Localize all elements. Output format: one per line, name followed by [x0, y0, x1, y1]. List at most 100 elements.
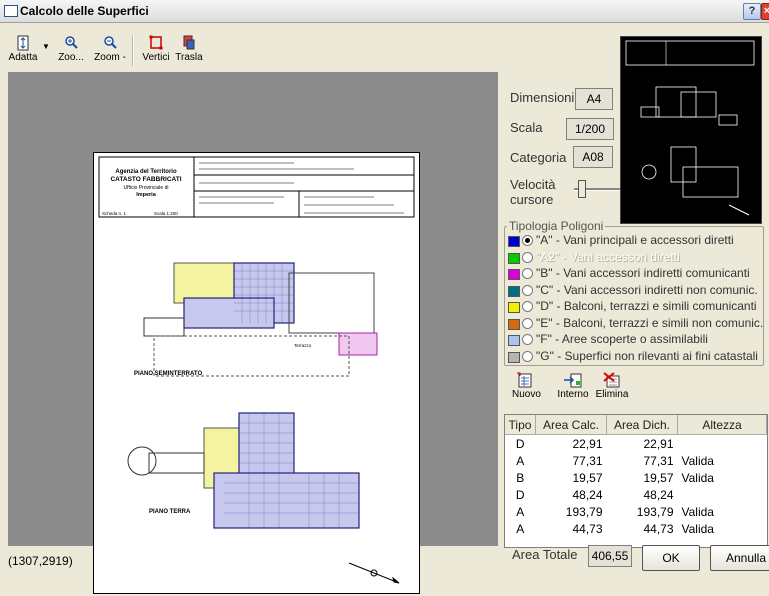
categoria-label: Categoria: [510, 150, 567, 165]
tipologia-option-label: "A" - Vani principali e accessori dirett…: [536, 233, 734, 247]
column-header-area-dich[interactable]: Area Dich.: [606, 415, 678, 435]
tipologia-option-label: "E" - Balconi, terrazzi e simili non com…: [536, 315, 764, 330]
tipologia-radio[interactable]: [522, 334, 533, 345]
color-swatch: [508, 252, 520, 264]
basement-plan: [143, 262, 378, 377]
ground-floor-plan: [127, 412, 360, 529]
office-name: Ufficio Provinciale di: [124, 185, 169, 191]
color-swatch: [508, 318, 520, 330]
tipologia-title: Tipologia Poligoni: [507, 219, 606, 233]
thumbnail-drawing: [625, 40, 755, 216]
tipologia-group: [504, 226, 764, 366]
window-title: Calcolo delle Superfici: [20, 4, 149, 18]
annulla-button[interactable]: Annulla: [710, 545, 769, 571]
title-bar: Calcolo delle Superfici ? ×: [0, 0, 769, 23]
terrace-label: Terrazzo: [294, 343, 312, 348]
tipologia-radio[interactable]: [522, 235, 533, 246]
floor-plan-drawing: Agenzia del Territorio CATASTO FABBRICAT…: [98, 156, 415, 584]
sheet-scale: Scala 1:200: [154, 211, 178, 216]
column-header-altezza[interactable]: Altezza: [677, 415, 767, 435]
toolbar-separator: [132, 36, 134, 66]
scala-value: 1/200: [566, 118, 614, 140]
velocita-label-line2: cursore: [510, 192, 554, 207]
help-button[interactable]: ?: [743, 3, 761, 20]
cell-area-dich: 44,73: [643, 521, 674, 536]
inner-polygon-icon: [564, 373, 582, 388]
tipologia-option-label: "C" - Vani accessori indiretti non comun…: [536, 282, 758, 297]
scala-label: Scala: [510, 120, 543, 135]
column-header-tipo[interactable]: Tipo: [505, 415, 536, 435]
nuovo-button[interactable]: Nuovo: [512, 371, 541, 405]
zoom-in-button[interactable]: Zoo...: [52, 34, 90, 68]
elimina-label: Elimina: [595, 389, 629, 400]
tipologia-radio[interactable]: [522, 284, 533, 296]
color-swatch: [508, 335, 520, 346]
cell-altezza: [678, 435, 767, 453]
velocita-slider-thumb[interactable]: [578, 180, 586, 198]
vertici-label: Vertici: [142, 52, 170, 63]
window-icon: [4, 5, 18, 17]
ok-button[interactable]: OK: [642, 545, 700, 571]
color-swatch: [508, 302, 520, 313]
cell-tipo: A: [516, 504, 525, 519]
page-thumbnail[interactable]: [620, 36, 762, 224]
cell-area-calc: 19,57: [572, 470, 603, 485]
velocita-label: Velocità cursore: [510, 177, 556, 207]
tipologia-radio[interactable]: [522, 350, 533, 362]
cell-area-dich: 19,57: [643, 470, 674, 485]
trasla-button[interactable]: Trasla: [174, 34, 204, 68]
elimina-button[interactable]: Elimina: [594, 371, 630, 405]
dimensioni-value: A4: [575, 88, 613, 110]
zoom-in-label: Zoo...: [58, 52, 84, 63]
column-header-area-calc[interactable]: Area Calc.: [535, 415, 607, 435]
cell-area-dich: 193,79: [636, 504, 674, 519]
trasla-label: Trasla: [175, 52, 203, 63]
fit-page-icon: [17, 35, 29, 51]
color-swatch: [508, 236, 520, 247]
area-totale-label: Area Totale: [512, 547, 578, 562]
cell-area-dich: 48,24: [643, 487, 674, 502]
color-swatch: [508, 351, 520, 363]
tipologia-option-label: "D" - Balconi, terrazzi e simili comunic…: [536, 299, 757, 313]
close-button[interactable]: ×: [761, 3, 769, 20]
adatta-label: Adatta: [8, 52, 38, 63]
cursor-coordinates: (1307,2919): [8, 554, 73, 568]
tipologia-radio[interactable]: [522, 317, 533, 329]
nuovo-label: Nuovo: [512, 389, 541, 400]
cell-area-calc: 193,79: [565, 504, 603, 519]
chevron-down-icon[interactable]: ▼: [42, 42, 50, 51]
scheda-number: Scheda n. 1: [102, 211, 127, 216]
cell-altezza: Valida: [681, 470, 714, 485]
cell-area-calc: 44,73: [572, 521, 603, 536]
categoria-value: A08: [573, 146, 613, 168]
cell-area-dich: 77,31: [643, 453, 674, 468]
tipologia-radio[interactable]: [522, 301, 533, 312]
zoom-in-icon: [65, 36, 78, 49]
tipologia-radio[interactable]: [522, 268, 533, 279]
color-swatch: [508, 285, 520, 297]
vertices-icon: [149, 35, 163, 50]
table-row[interactable]: A 193,79 193,79 Valida: [505, 503, 767, 520]
cell-tipo: D: [515, 436, 525, 451]
color-swatch: [508, 269, 520, 280]
velocita-slider-track[interactable]: [574, 188, 620, 191]
north-arrow-icon: [348, 562, 400, 584]
zoom-out-label: Zoom -: [94, 52, 126, 63]
table-header-row: Tipo Area Calc. Area Dich. Altezza: [505, 415, 767, 435]
drawing-sheet[interactable]: Agenzia del Territorio CATASTO FABBRICAT…: [93, 152, 420, 594]
tipologia-radio: [522, 251, 533, 263]
cell-altezza: Valida: [681, 504, 714, 519]
cell-altezza: Valida: [681, 521, 714, 536]
dimensioni-label: Dimensioni: [510, 90, 575, 105]
interno-button[interactable]: Interno: [556, 371, 590, 405]
drawing-preview[interactable]: Agenzia del Territorio CATASTO FABBRICAT…: [8, 72, 498, 594]
vertici-button[interactable]: Vertici: [138, 34, 174, 68]
adatta-button[interactable]: Adatta: [8, 34, 38, 68]
zoom-out-button[interactable]: Zoom -: [90, 34, 130, 68]
